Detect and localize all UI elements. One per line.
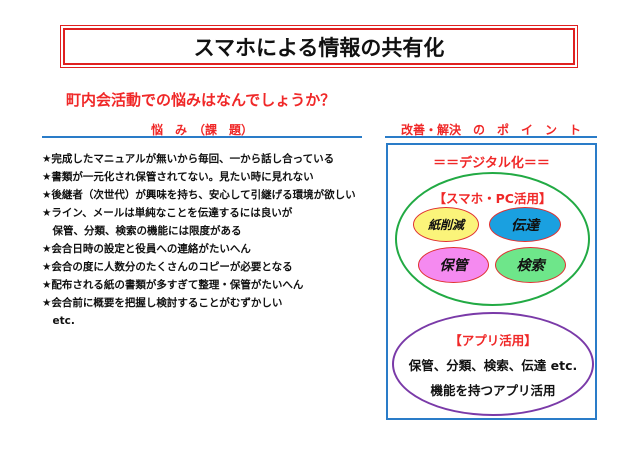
bubble-paper-reduction: 紙削減	[413, 207, 479, 242]
smartphone-label: 【スマホ・PC活用】	[433, 191, 552, 206]
page-title: スマホによる情報の共有化	[60, 25, 578, 68]
app-label: 【アプリ活用】	[449, 332, 537, 348]
bubble-storage: 保管	[418, 247, 489, 283]
app-line2: 機能を持つアプリ活用	[430, 382, 556, 398]
app-line1: 保管、分類、検索、伝達 etc.	[408, 357, 578, 373]
list-item: etc.	[42, 315, 75, 327]
bubble-communication: 伝達	[489, 207, 561, 242]
bubble-search: 検索	[495, 247, 566, 283]
list-item: ★会合の度に人数分のたくさんのコピーが必要となる	[42, 261, 293, 273]
list-item: ★配布される紙の書類が多すぎて整理・保管がたいへん	[42, 279, 304, 291]
points-header: 改善・解決 の ポ イ ン ト	[400, 123, 581, 137]
list-item: ★後継者（次世代）が興味を持ち、安心して引継げる環境が欲しい	[42, 189, 356, 201]
list-item: ★書類が一元化され保管されてない。見たい時に見れない	[42, 171, 314, 183]
issues-header: 悩 み （課 題）	[150, 123, 253, 137]
digital-heading: ＝＝デジタル化＝＝	[433, 156, 550, 171]
list-item: ★完成したマニュアルが無いから毎回、一から話し合っている	[42, 153, 335, 165]
divider	[42, 136, 362, 138]
points-box	[386, 143, 597, 420]
subtitle: 町内会活動での悩みはなんでしょうか？	[66, 91, 336, 109]
issues-list: ★完成したマニュアルが無いから毎回、一から話し合っている ★書類が一元化され保管…	[42, 150, 356, 330]
list-item: ★ライン、メールは単純なことを伝達するには良いが	[42, 207, 293, 219]
divider	[385, 136, 597, 138]
list-item: ★会合日時の設定と役員への連絡がたいへん	[42, 243, 251, 255]
list-item: ★会合前に概要を把握し検討することがむずかしい	[42, 297, 283, 309]
app-ellipse: 【アプリ活用】 保管、分類、検索、伝達 etc. 機能を持つアプリ活用	[392, 312, 594, 416]
smartphone-ellipse	[395, 172, 590, 306]
list-item: 保管、分類、検索の機能には限度がある	[42, 225, 242, 237]
